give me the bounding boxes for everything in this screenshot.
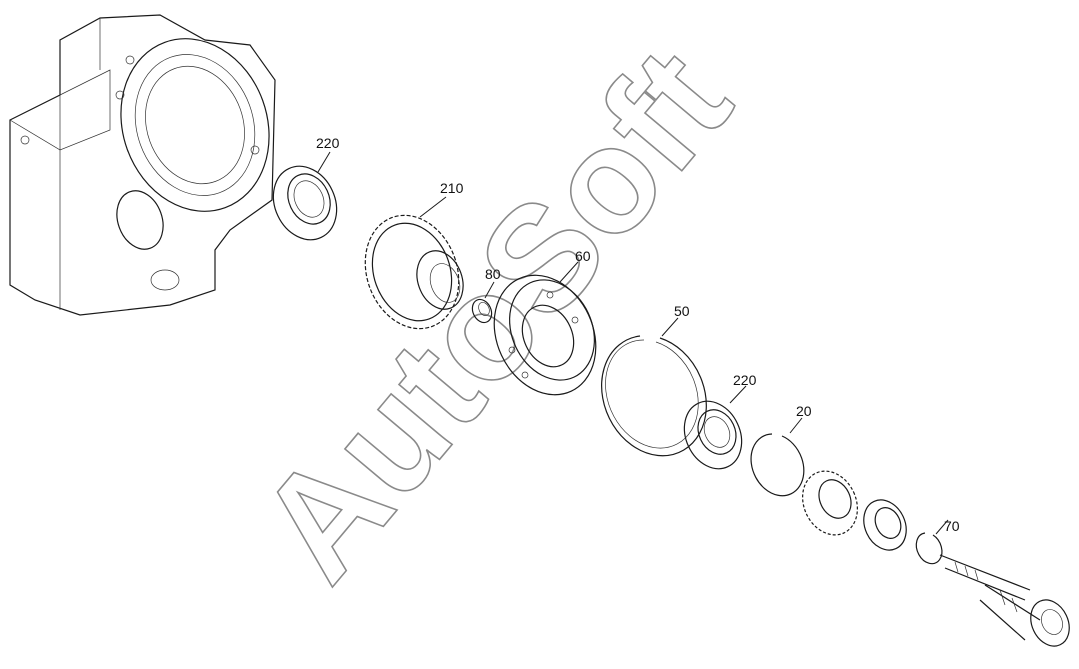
label-220-middle: 220 <box>733 372 757 388</box>
label-60: 60 <box>575 248 591 264</box>
snap-ring-20 <box>750 433 805 497</box>
gearbox-housing <box>9 14 276 316</box>
label-220-top: 220 <box>316 135 340 151</box>
output-shaft <box>939 554 1070 647</box>
leader-220-top <box>317 151 331 173</box>
leader-20 <box>789 417 803 434</box>
label-210: 210 <box>440 180 464 196</box>
leader-70 <box>935 519 949 535</box>
label-80: 80 <box>485 266 501 282</box>
leader-60 <box>559 261 579 283</box>
bearing-220-top <box>272 165 338 241</box>
leader-210 <box>419 196 447 218</box>
leader-50 <box>661 317 679 337</box>
leader-220-middle <box>729 385 747 404</box>
gear-210 <box>364 214 464 330</box>
cover-60 <box>493 274 597 396</box>
spline-coupling <box>802 470 858 536</box>
bushing-80 <box>471 298 493 324</box>
label-50: 50 <box>674 303 690 319</box>
snap-ring-70 <box>915 532 943 565</box>
bearing-small <box>863 499 907 551</box>
leader-80 <box>484 281 495 299</box>
label-20: 20 <box>796 403 812 419</box>
label-70: 70 <box>944 518 960 534</box>
snap-ring-50 <box>601 335 707 457</box>
bearing-220-middle <box>683 400 743 470</box>
